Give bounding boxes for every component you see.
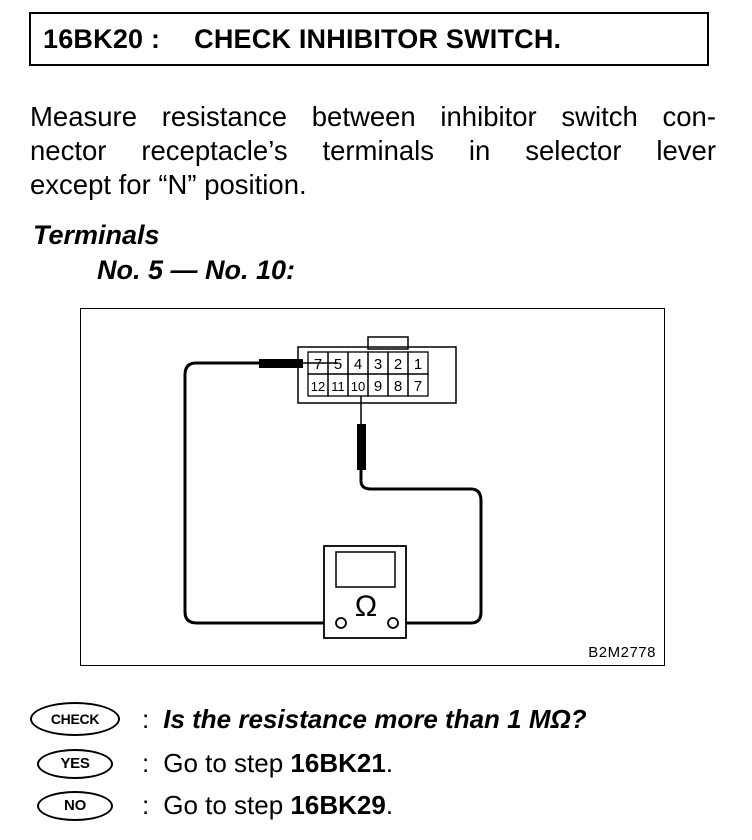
left-probe [259,359,303,368]
step-title: CHECK INHIBITOR SWITCH. [194,23,562,54]
ohmmeter-display [335,551,396,588]
pin-label: 7 [414,378,422,395]
meter-terminal-left [335,617,347,629]
row-colon: : [142,748,150,778]
row-colon: : [142,790,150,820]
pin-label: 10 [351,379,365,394]
pin-label: 8 [394,378,402,395]
no-row: NO : Go to step 16BK29. [30,790,393,821]
bottom-probe [357,424,366,470]
no-target-step[interactable]: 16BK29 [290,790,386,820]
check-question: Is the resistance more than 1 MΩ? [163,703,587,734]
terminals-value: No. 5 — No. 10: [97,255,296,285]
check-row: CHECK : Is the resistance more than 1 MΩ… [30,702,587,736]
pin-label: 2 [394,356,402,373]
connector-latch [367,336,409,350]
yes-row: YES : Go to step 16BK21. [30,748,393,779]
wiring-diagram: 7 5 4 3 2 1 12 11 10 9 8 7 Ω B2M2778 [80,308,665,666]
pin-label: 1 [414,356,422,373]
step-code: 16BK20 : [43,23,161,54]
no-badge: NO [37,790,113,821]
step-title-box: 16BK20 : CHECK INHIBITOR SWITCH. [29,12,709,66]
yes-action: Go to step 16BK21. [163,748,393,779]
instruction-line: nector receptacle’s terminals in selecto… [30,135,716,166]
connector-pin-grid [307,351,429,397]
pin-label: 9 [374,378,382,395]
yes-action-prefix: Go to step [163,748,291,778]
row-colon: : [142,703,150,734]
pin-label: 3 [374,356,382,373]
yes-action-suffix: . [385,748,394,778]
pin-label: 7 [314,356,322,373]
figure-code: B2M2778 [588,644,656,661]
diagram-drawing: 7 5 4 3 2 1 12 11 10 9 8 7 Ω [183,336,483,639]
ohm-symbol: Ω [355,590,377,623]
connector-housing [297,346,457,404]
no-action-prefix: Go to step [163,790,291,820]
pin-label: 12 [311,379,325,394]
instruction-line: except for “N” position. [30,169,307,200]
meter-terminal-right [387,617,399,629]
yes-target-step[interactable]: 16BK21 [290,748,386,778]
terminals-label: Terminals [33,220,160,250]
yes-badge: YES [37,748,113,779]
no-action-suffix: . [385,790,394,820]
left-probe-lead [183,361,341,625]
no-action: Go to step 16BK29. [163,790,393,821]
bottom-probe-lead [359,470,483,625]
pin-label: 5 [334,356,342,373]
instruction-line: Measure resistance between inhibitor swi… [30,101,716,132]
pin-label: 11 [331,379,345,394]
instruction-paragraph: Measure resistance between inhibitor swi… [30,100,716,202]
pin-label: 4 [354,356,362,373]
check-badge: CHECK [30,702,120,736]
